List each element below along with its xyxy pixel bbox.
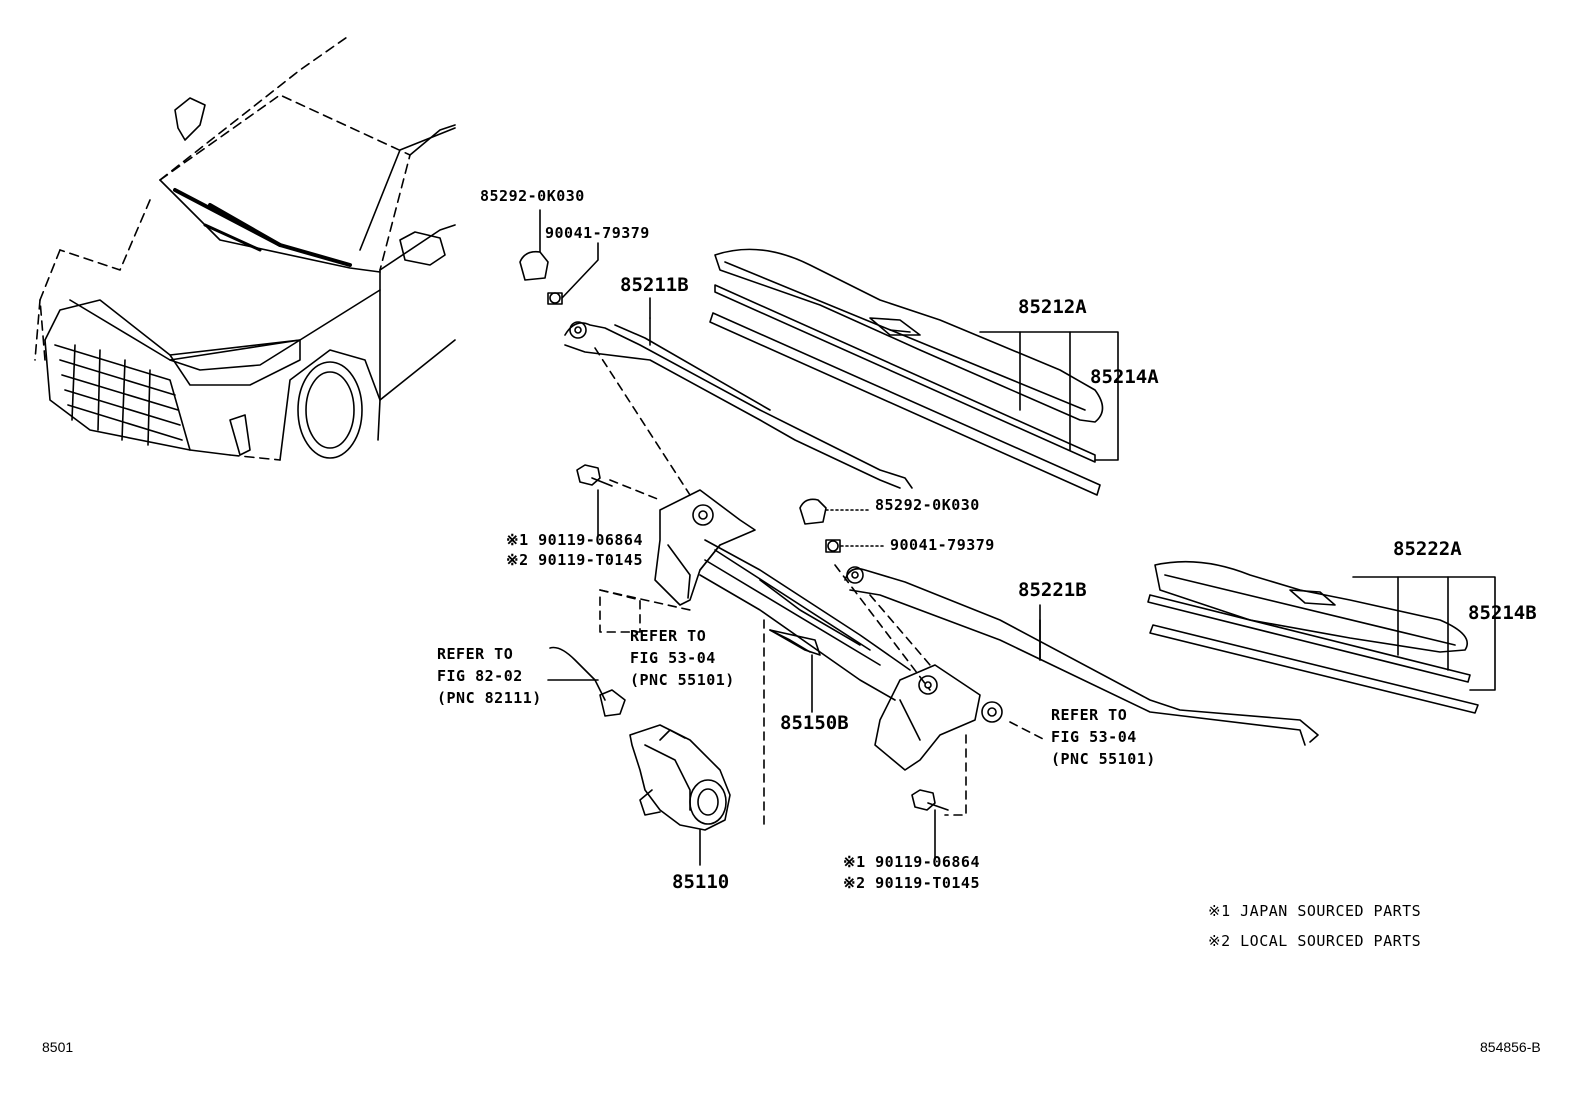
bolts	[576, 464, 949, 861]
label-bolt-lower-1: ※1 90119-06864	[843, 853, 980, 871]
vehicle-illustration	[34, 34, 456, 461]
wiper-motor	[549, 646, 731, 866]
legend-note-1: ※1 JAPAN SOURCED PARTS	[1208, 902, 1422, 920]
label-90041-79379-lower: 90041-79379	[890, 536, 995, 554]
leader-lines	[547, 297, 1041, 713]
refer-53-04-line2: FIG 53-04	[630, 649, 716, 667]
page-code: 8501	[42, 1039, 74, 1055]
label-bolt-upper-2: ※2 90119-T0145	[506, 551, 643, 569]
label-bolt-upper-1: ※1 90119-06864	[506, 531, 643, 549]
refer-53-04-line3: (PNC 55101)	[630, 671, 735, 689]
label-85214B: 85214B	[1468, 602, 1537, 624]
label-85292-0K030-lower: 85292-0K030	[875, 496, 980, 514]
refer-53-04-line1: REFER TO	[630, 627, 707, 645]
right-wiper-assembly	[519, 209, 1119, 496]
label-85110: 85110	[672, 871, 730, 893]
refer-53-04b-line2: FIG 53-04	[1051, 728, 1137, 746]
label-90041-79379-upper: 90041-79379	[545, 224, 650, 242]
figure-code: 854856-B	[1480, 1039, 1541, 1055]
legend-note-2: ※2 LOCAL SOURCED PARTS	[1208, 932, 1422, 950]
wiper-linkage	[599, 479, 1046, 831]
refer-82-02-line1: REFER TO	[437, 645, 514, 663]
label-85222A: 85222A	[1393, 538, 1462, 560]
refer-82-02-line3: (PNC 82111)	[437, 689, 542, 707]
label-85211B: 85211B	[620, 274, 689, 296]
label-85150B: 85150B	[780, 712, 849, 734]
label-85292-0K030-upper: 85292-0K030	[480, 187, 585, 205]
label-bolt-lower-2: ※2 90119-T0145	[843, 874, 980, 892]
refer-53-04b-line3: (PNC 55101)	[1051, 750, 1156, 768]
refer-53-04b-line1: REFER TO	[1051, 706, 1128, 724]
label-85221B: 85221B	[1018, 579, 1087, 601]
label-85214A: 85214A	[1090, 366, 1159, 388]
label-85212A: 85212A	[1018, 296, 1087, 318]
left-wiper-assembly	[799, 498, 1496, 746]
refer-82-02-line2: FIG 82-02	[437, 667, 523, 685]
